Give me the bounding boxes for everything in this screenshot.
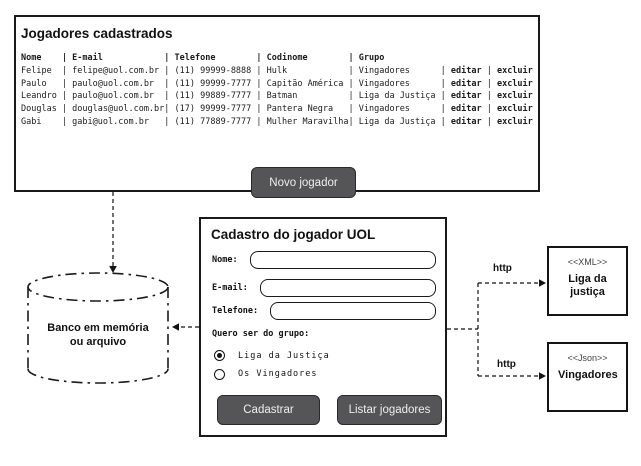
database-label-line1: Banco em memória: [47, 322, 149, 334]
email-input[interactable]: [259, 279, 436, 297]
table-row: Gabi | gabi@uol.com.br | (11) 77889-7777…: [21, 116, 533, 127]
table-row: Leandro | paulo@uol.com.br | (11) 99889-…: [21, 91, 533, 102]
table-row: Felipe | felipe@uol.com.br | (11) 99999-…: [21, 65, 533, 76]
players-list-title: Jogadores cadastrados: [21, 26, 173, 41]
json-endpoint-label: Vingadores: [558, 369, 618, 381]
edit-link[interactable]: editar: [450, 78, 482, 89]
list-players-button[interactable]: Listar jogadores: [337, 395, 442, 425]
json-endpoint-box: <<Json>> Vingadores: [547, 342, 628, 412]
nome-input[interactable]: [249, 251, 436, 269]
json-stereotype: <<Json>>: [567, 353, 608, 363]
form-field-row: Nome:: [212, 251, 436, 269]
table-row: Douglas | douglas@uol.com.br| (17) 99999…: [21, 104, 533, 115]
radio-circle-icon[interactable]: [214, 368, 225, 380]
registration-form-panel: Cadastro do jogador UOL Nome: E-mail: Te…: [199, 217, 447, 437]
nome-label: Nome:: [212, 255, 238, 265]
http-protocol-label: http: [493, 263, 512, 274]
edit-link[interactable]: editar: [450, 104, 482, 115]
delete-link[interactable]: excluir: [496, 91, 533, 102]
form-field-row: Telefone:: [212, 302, 436, 320]
radio-option-label: Liga da Justiça: [238, 350, 330, 361]
group-prompt: Quero ser do grupo:: [212, 329, 310, 339]
edit-link[interactable]: editar: [450, 65, 482, 76]
database-label-line2: ou arquivo: [69, 336, 127, 348]
delete-link[interactable]: excluir: [496, 78, 533, 89]
delete-link[interactable]: excluir: [496, 104, 533, 115]
radio-circle-icon[interactable]: [214, 350, 225, 361]
delete-link[interactable]: excluir: [496, 116, 533, 127]
edit-link[interactable]: editar: [450, 91, 482, 102]
delete-link[interactable]: excluir: [496, 65, 533, 76]
radio-option[interactable]: Os Vingadores: [214, 368, 318, 381]
register-button[interactable]: Cadastrar: [217, 395, 320, 425]
form-title: Cadastro do jogador UOL: [211, 227, 376, 242]
telefone-input[interactable]: [270, 302, 436, 320]
http-junction-line: [447, 283, 479, 376]
players-table: Nome | E-mail | Telefone | Codinome | Gr…: [21, 52, 533, 129]
arrowhead-right-xml-icon: [539, 279, 546, 287]
radio-option[interactable]: Liga da Justiça: [214, 349, 330, 362]
xml-endpoint-label: Liga da justiça: [568, 273, 607, 298]
new-player-button[interactable]: Novo jogador: [251, 167, 356, 198]
xml-stereotype: <<XML>>: [567, 257, 608, 267]
telefone-label: Telefone:: [212, 306, 259, 316]
table-row: Paulo | paulo@uol.com.br | (11) 99999-77…: [21, 78, 533, 89]
database-label: Banco em memória ou arquivo: [28, 321, 168, 349]
email-label: E-mail:: [212, 283, 248, 293]
arrowhead-down-icon: [109, 266, 117, 273]
players-list-panel: Jogadores cadastrados Nome | E-mail | Te…: [14, 15, 540, 198]
database-cylinder-icon: [27, 272, 169, 384]
http-protocol-label: http: [497, 359, 516, 370]
xml-endpoint-box: <<XML>> Liga da justiça: [547, 246, 628, 316]
form-field-row: E-mail:: [212, 279, 436, 297]
radio-dot: [217, 353, 222, 358]
edit-link[interactable]: editar: [450, 116, 482, 127]
table-header-row: Nome | E-mail | Telefone | Codinome | Gr…: [21, 53, 385, 63]
arrowhead-left-icon: [172, 323, 179, 331]
radio-option-label: Os Vingadores: [238, 369, 318, 379]
arrowhead-right-json-icon: [539, 372, 546, 380]
